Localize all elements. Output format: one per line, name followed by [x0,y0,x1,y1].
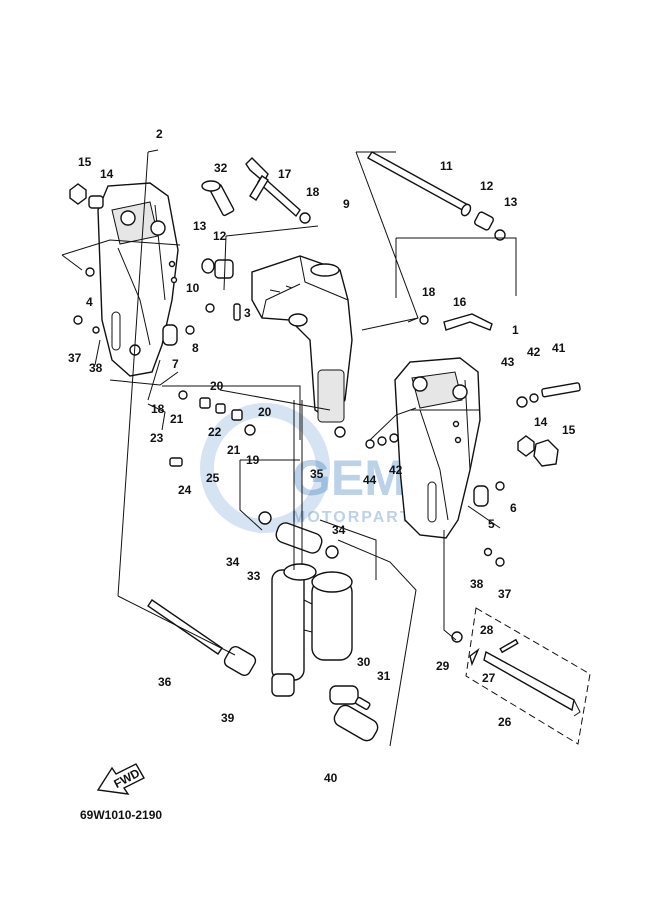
callout-1: 1 [512,323,519,337]
callout-42-bottom: 42 [389,463,403,477]
callout-2: 2 [156,127,163,141]
plate-7 [162,324,178,346]
callout-43: 43 [501,355,515,369]
bushing-right [474,211,506,241]
watermark-brand: GEM [292,450,406,506]
callout-20-a: 20 [210,379,224,393]
callout-39: 39 [221,711,235,725]
callout-18-left: 18 [151,402,165,416]
lever-17 [245,157,301,218]
diagram-code: 69W1010-2190 [80,808,163,822]
bushings-33-34 [258,511,339,559]
callout-6: 6 [510,501,517,515]
plate-5 [473,485,489,507]
callout-32: 32 [214,161,228,175]
callout-36: 36 [158,675,172,689]
bushing-39 [223,645,257,677]
callout-27: 27 [482,671,496,685]
swivel-bracket [251,255,353,423]
callout-12-right: 12 [480,179,494,193]
nut-left [69,183,104,209]
callout-21-b: 21 [227,443,241,457]
callout-26: 26 [498,715,512,729]
callout-18-right: 18 [422,285,436,299]
shaft-36 [147,599,223,655]
callout-19: 19 [246,453,260,467]
callout-13-left: 13 [193,219,207,233]
leader-lines [61,149,517,747]
callout-25: 25 [206,471,220,485]
bolt-41 [516,382,581,408]
rod-26-group [465,607,591,745]
callout-29: 29 [436,659,450,673]
pin-32 [201,180,235,217]
bushing-40 [333,704,379,742]
callout-15-left: 15 [78,155,92,169]
washers-44 [365,433,399,449]
callout-40: 40 [324,771,338,785]
bushing-left [201,258,234,279]
callout-13-right: 13 [504,195,518,209]
callout-15-right: 15 [562,423,576,437]
callout-41: 41 [552,341,566,355]
callout-14-right: 14 [534,415,548,429]
small-fasteners [73,212,505,643]
callout-35: 35 [310,467,324,481]
callout-31: 31 [377,669,391,683]
callout-38-right: 38 [470,577,484,591]
callout-17: 17 [278,167,292,181]
power-trim-tilt-unit [271,563,353,697]
callout-33: 33 [247,569,261,583]
clamp-bracket-left [97,182,179,377]
clamp-bracket-right [394,357,481,539]
nut-right [517,435,559,467]
callout-30: 30 [357,655,371,669]
callout-3: 3 [244,306,251,320]
callout-5: 5 [488,517,495,531]
callout-28: 28 [480,623,494,637]
callout-23: 23 [150,431,164,445]
callout-12-left: 12 [213,229,227,243]
fwd-arrow-icon: FWD [96,763,145,795]
callout-37-left: 37 [68,351,82,365]
callout-22: 22 [208,425,222,439]
callout-38-left: 38 [89,361,103,375]
callout-16: 16 [453,295,467,309]
callout-4: 4 [86,295,93,309]
callout-10: 10 [186,281,200,295]
callout-24: 24 [178,483,192,497]
callout-8: 8 [192,341,199,355]
callout-37-right: 37 [498,587,512,601]
callout-21-a: 21 [170,412,184,426]
callout-42-top: 42 [527,345,541,359]
callout-34-left: 34 [226,555,240,569]
callout-20-b: 20 [258,405,272,419]
callout-44: 44 [363,473,377,487]
tilt-shaft [366,151,472,217]
callout-9: 9 [343,197,350,211]
lever-16 [443,313,493,331]
callout-7: 7 [172,357,179,371]
bolt-31 [354,696,371,710]
callout-34-right: 34 [332,523,346,537]
callout-18-top: 18 [306,185,320,199]
callout-labels: 1 2 3 4 5 6 7 8 9 10 11 12 12 13 13 14 1… [68,127,576,785]
callout-14-left: 14 [100,167,114,181]
plate-30 [329,685,359,705]
callout-11: 11 [440,159,453,173]
